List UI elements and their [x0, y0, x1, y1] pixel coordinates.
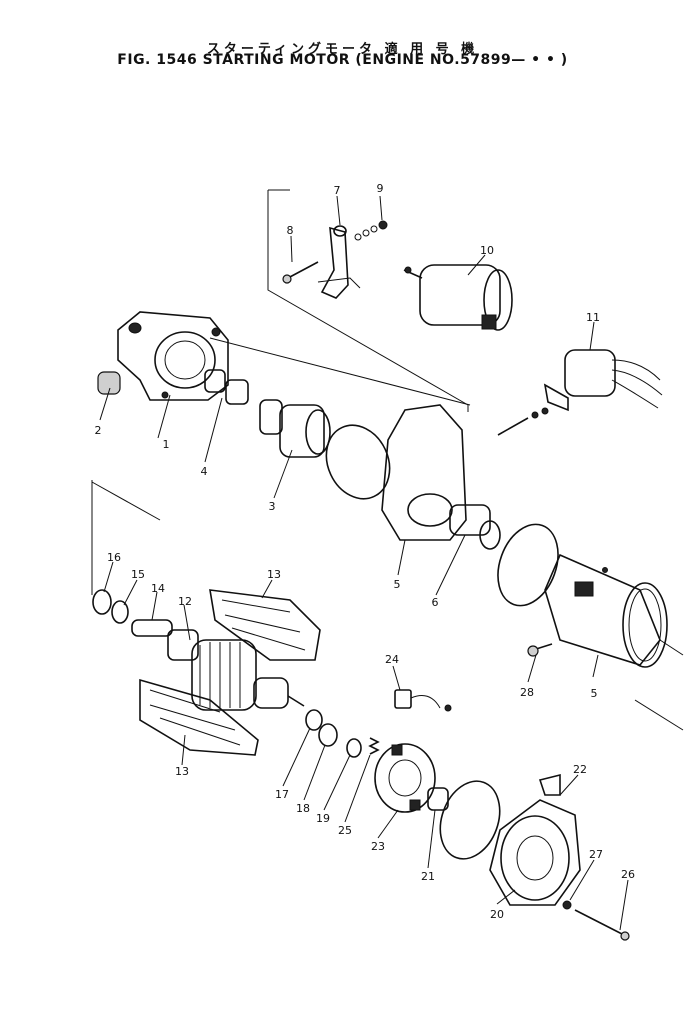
callout-16: 16 [107, 551, 121, 564]
brush-holder [374, 743, 436, 813]
callout-2: 2 [95, 424, 102, 437]
washer-27 [562, 900, 572, 910]
lever-bolt-8 [282, 261, 319, 284]
bolt-28 [527, 643, 553, 657]
figure-title-japanese: スターティングモータ 適 用 号 機 [206, 42, 479, 57]
callout-19: 19 [316, 812, 330, 825]
callout-23: 23 [371, 840, 385, 853]
bushing-2 [97, 371, 121, 395]
callout-26: 26 [621, 868, 635, 881]
washer-15 [111, 600, 129, 624]
through-bolt-26 [574, 909, 630, 941]
brush-spring [368, 737, 380, 755]
center-housing [381, 404, 491, 541]
assembly-line [209, 337, 471, 406]
washer-19 [346, 738, 362, 758]
figure-title: FIG. 1546 STARTING MOTOR (ENGINE NO.5789… [117, 52, 568, 68]
safety-relay [497, 349, 663, 436]
brush-24 [394, 689, 452, 712]
callout-5-housing: 5 [394, 578, 401, 591]
callout-25: 25 [338, 824, 352, 837]
callout-28: 28 [520, 686, 534, 699]
bracket-solenoid-group [267, 190, 469, 412]
callout-12: 12 [178, 595, 192, 608]
magnetic-switch [403, 264, 513, 331]
callout-1: 1 [163, 438, 170, 451]
field-coil-lower [139, 678, 259, 756]
callout-24: 24 [385, 653, 399, 666]
yoke [544, 553, 668, 668]
pinion-clutch [259, 399, 331, 458]
washer-18 [318, 723, 338, 747]
callout-5-yoke: 5 [591, 687, 598, 700]
bushing-6 [479, 520, 501, 550]
washer-16 [92, 589, 112, 615]
callout-3: 3 [269, 500, 276, 513]
callout-17: 17 [275, 788, 289, 801]
bushing-set-4 [204, 369, 249, 405]
callout-13-upper: 13 [267, 568, 281, 581]
o-ring-yoke [497, 523, 559, 607]
field-coil-upper [209, 589, 321, 661]
callout-4: 4 [201, 465, 208, 478]
callout-9: 9 [377, 182, 384, 195]
leader-lines [99, 195, 629, 931]
callout-11: 11 [586, 311, 600, 324]
callout-21: 21 [421, 870, 435, 883]
rear-housing [489, 773, 581, 906]
armature-gear [131, 619, 173, 637]
front-housing [117, 311, 229, 401]
callout-10: 10 [480, 244, 494, 257]
callout-7: 7 [334, 184, 341, 197]
callout-18: 18 [296, 802, 310, 815]
callout-13-lower: 13 [175, 765, 189, 778]
callout-27: 27 [589, 848, 603, 861]
bracket-yoke-group [634, 699, 684, 731]
callout-15: 15 [131, 568, 145, 581]
o-ring-housing [325, 424, 391, 500]
o-ring-rear [439, 780, 501, 860]
armature [167, 629, 305, 711]
shift-lever [317, 225, 361, 299]
washer-17 [305, 709, 323, 731]
callout-8: 8 [287, 224, 294, 237]
washer-stack-9 [354, 220, 388, 241]
callout-6: 6 [432, 596, 439, 609]
callout-14: 14 [151, 582, 165, 595]
callout-20: 20 [490, 908, 504, 921]
bushing-21 [427, 787, 449, 811]
callout-22: 22 [573, 763, 587, 776]
